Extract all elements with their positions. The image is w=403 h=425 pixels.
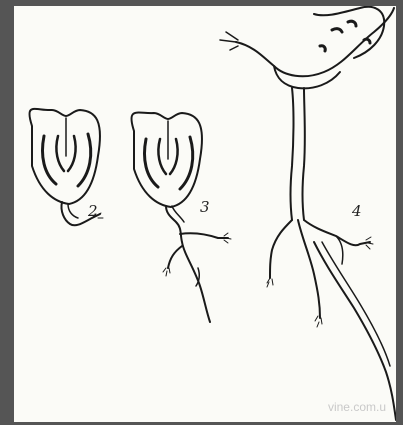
seedling-stage-4	[220, 7, 396, 420]
stage-label-3: 3	[200, 198, 210, 216]
stage-label-4: 4	[352, 202, 362, 220]
watermark: vine.com.u	[328, 400, 386, 414]
seed-stage-3	[131, 113, 231, 322]
illustration-paper: 2 3 4 vine.com.u	[14, 6, 396, 422]
stage-label-2: 2	[88, 202, 98, 220]
